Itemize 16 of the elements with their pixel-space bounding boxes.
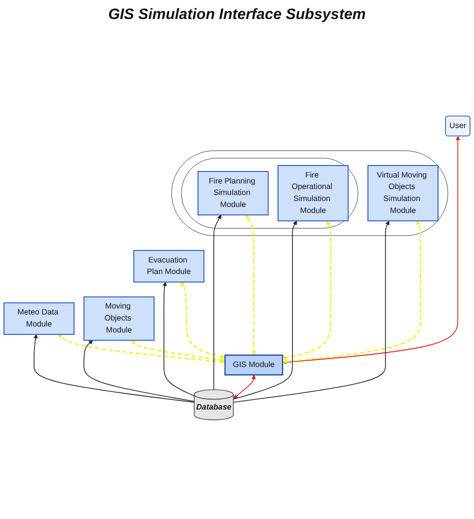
arrow bbox=[213, 214, 222, 390]
arrow bbox=[246, 214, 256, 356]
arrow bbox=[282, 136, 460, 364]
arrow bbox=[282, 220, 422, 364]
diagram-title: GIS Simulation Interface Subsystem bbox=[107, 6, 367, 23]
arrow bbox=[232, 220, 390, 403]
arrow bbox=[282, 220, 332, 360]
arrow bbox=[232, 220, 297, 400]
arrow bbox=[233, 374, 256, 399]
arrow bbox=[132, 340, 226, 362]
arrow bbox=[58, 334, 226, 364]
arrow bbox=[180, 282, 226, 359]
arrow bbox=[34, 334, 195, 403]
cluster bbox=[181, 158, 358, 228]
arrow bbox=[162, 282, 195, 396]
arrow bbox=[84, 340, 195, 402]
